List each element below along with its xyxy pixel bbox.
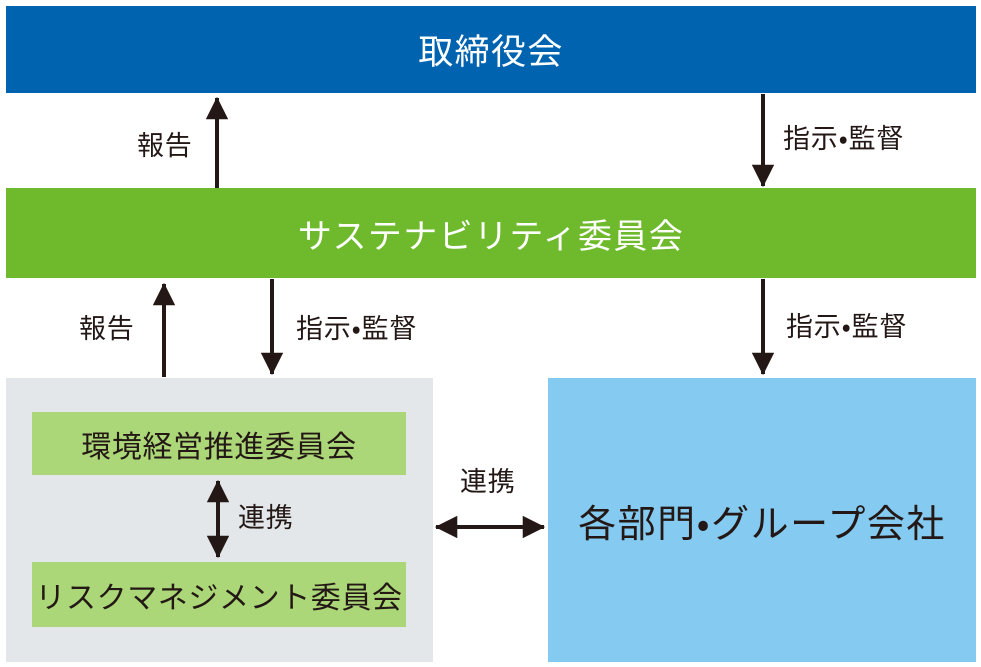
instruct-supervise-label-right: 指示・監督 bbox=[786, 312, 908, 342]
departments-group-companies-box: 各部門・グループ会社 bbox=[548, 378, 976, 662]
sustainability-committee-box: サステナビリティ委員会 bbox=[6, 188, 976, 278]
instruct-supervise-label-top: 指示・監督 bbox=[783, 124, 905, 154]
committee-group-box: 環境経営推進委員会 リスクマネジメント委員会 bbox=[6, 378, 433, 662]
environmental-management-committee-label: 環境経営推進委員会 bbox=[81, 430, 357, 464]
report-label-middle: 報告 bbox=[79, 314, 135, 344]
report-label-top: 報告 bbox=[137, 131, 193, 161]
sustainability-committee-label: サステナビリティ委員会 bbox=[297, 217, 685, 256]
cooperation-label-vertical: 連携 bbox=[238, 503, 294, 533]
departments-group-companies-label: 各部門・グループ会社 bbox=[578, 503, 946, 546]
risk-management-committee-label: リスクマネジメント委員会 bbox=[35, 581, 403, 615]
board-of-directors-box: 取締役会 bbox=[6, 6, 976, 93]
board-of-directors-label: 取締役会 bbox=[418, 33, 564, 72]
environmental-management-committee-box: 環境経営推進委員会 bbox=[32, 412, 406, 475]
cooperation-label-horizontal: 連携 bbox=[460, 467, 516, 497]
instruct-supervise-label-middle: 指示・監督 bbox=[296, 314, 418, 344]
risk-management-committee-box: リスクマネジメント委員会 bbox=[32, 562, 406, 627]
